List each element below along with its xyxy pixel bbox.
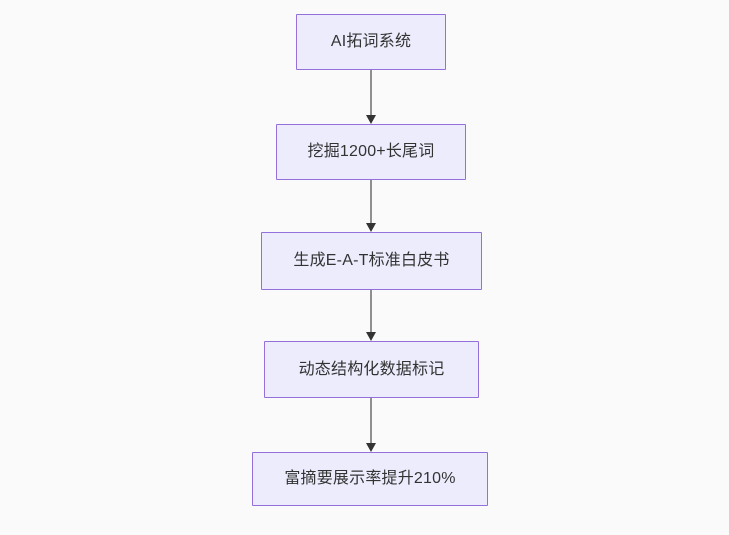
edge-line xyxy=(369,180,373,224)
flow-node-mine-longtail-keywords[interactable]: 挖掘1200+长尾词 xyxy=(276,124,466,180)
arrowhead-icon xyxy=(365,332,376,341)
flow-node-label: 生成E-A-T标准白皮书 xyxy=(293,252,450,270)
arrowhead-icon xyxy=(365,115,376,124)
flow-node-rich-snippet-impression-lift[interactable]: 富摘要展示率提升210% xyxy=(252,452,488,506)
edge-line xyxy=(369,290,373,333)
arrowhead-icon xyxy=(365,443,376,452)
edge-line xyxy=(369,398,373,444)
flow-node-label: AI拓词系统 xyxy=(330,33,412,51)
flow-node-label: 动态结构化数据标记 xyxy=(298,360,445,378)
flow-node-ai-keyword-system[interactable]: AI拓词系统 xyxy=(296,14,446,70)
edge-line xyxy=(369,70,373,116)
flow-node-label: 富摘要展示率提升210% xyxy=(284,470,456,488)
flow-node-generate-eat-whitepaper[interactable]: 生成E-A-T标准白皮书 xyxy=(261,232,482,290)
flow-node-dynamic-structured-data-markup[interactable]: 动态结构化数据标记 xyxy=(264,341,479,398)
flow-node-label: 挖掘1200+长尾词 xyxy=(307,143,435,161)
arrowhead-icon xyxy=(365,223,376,232)
